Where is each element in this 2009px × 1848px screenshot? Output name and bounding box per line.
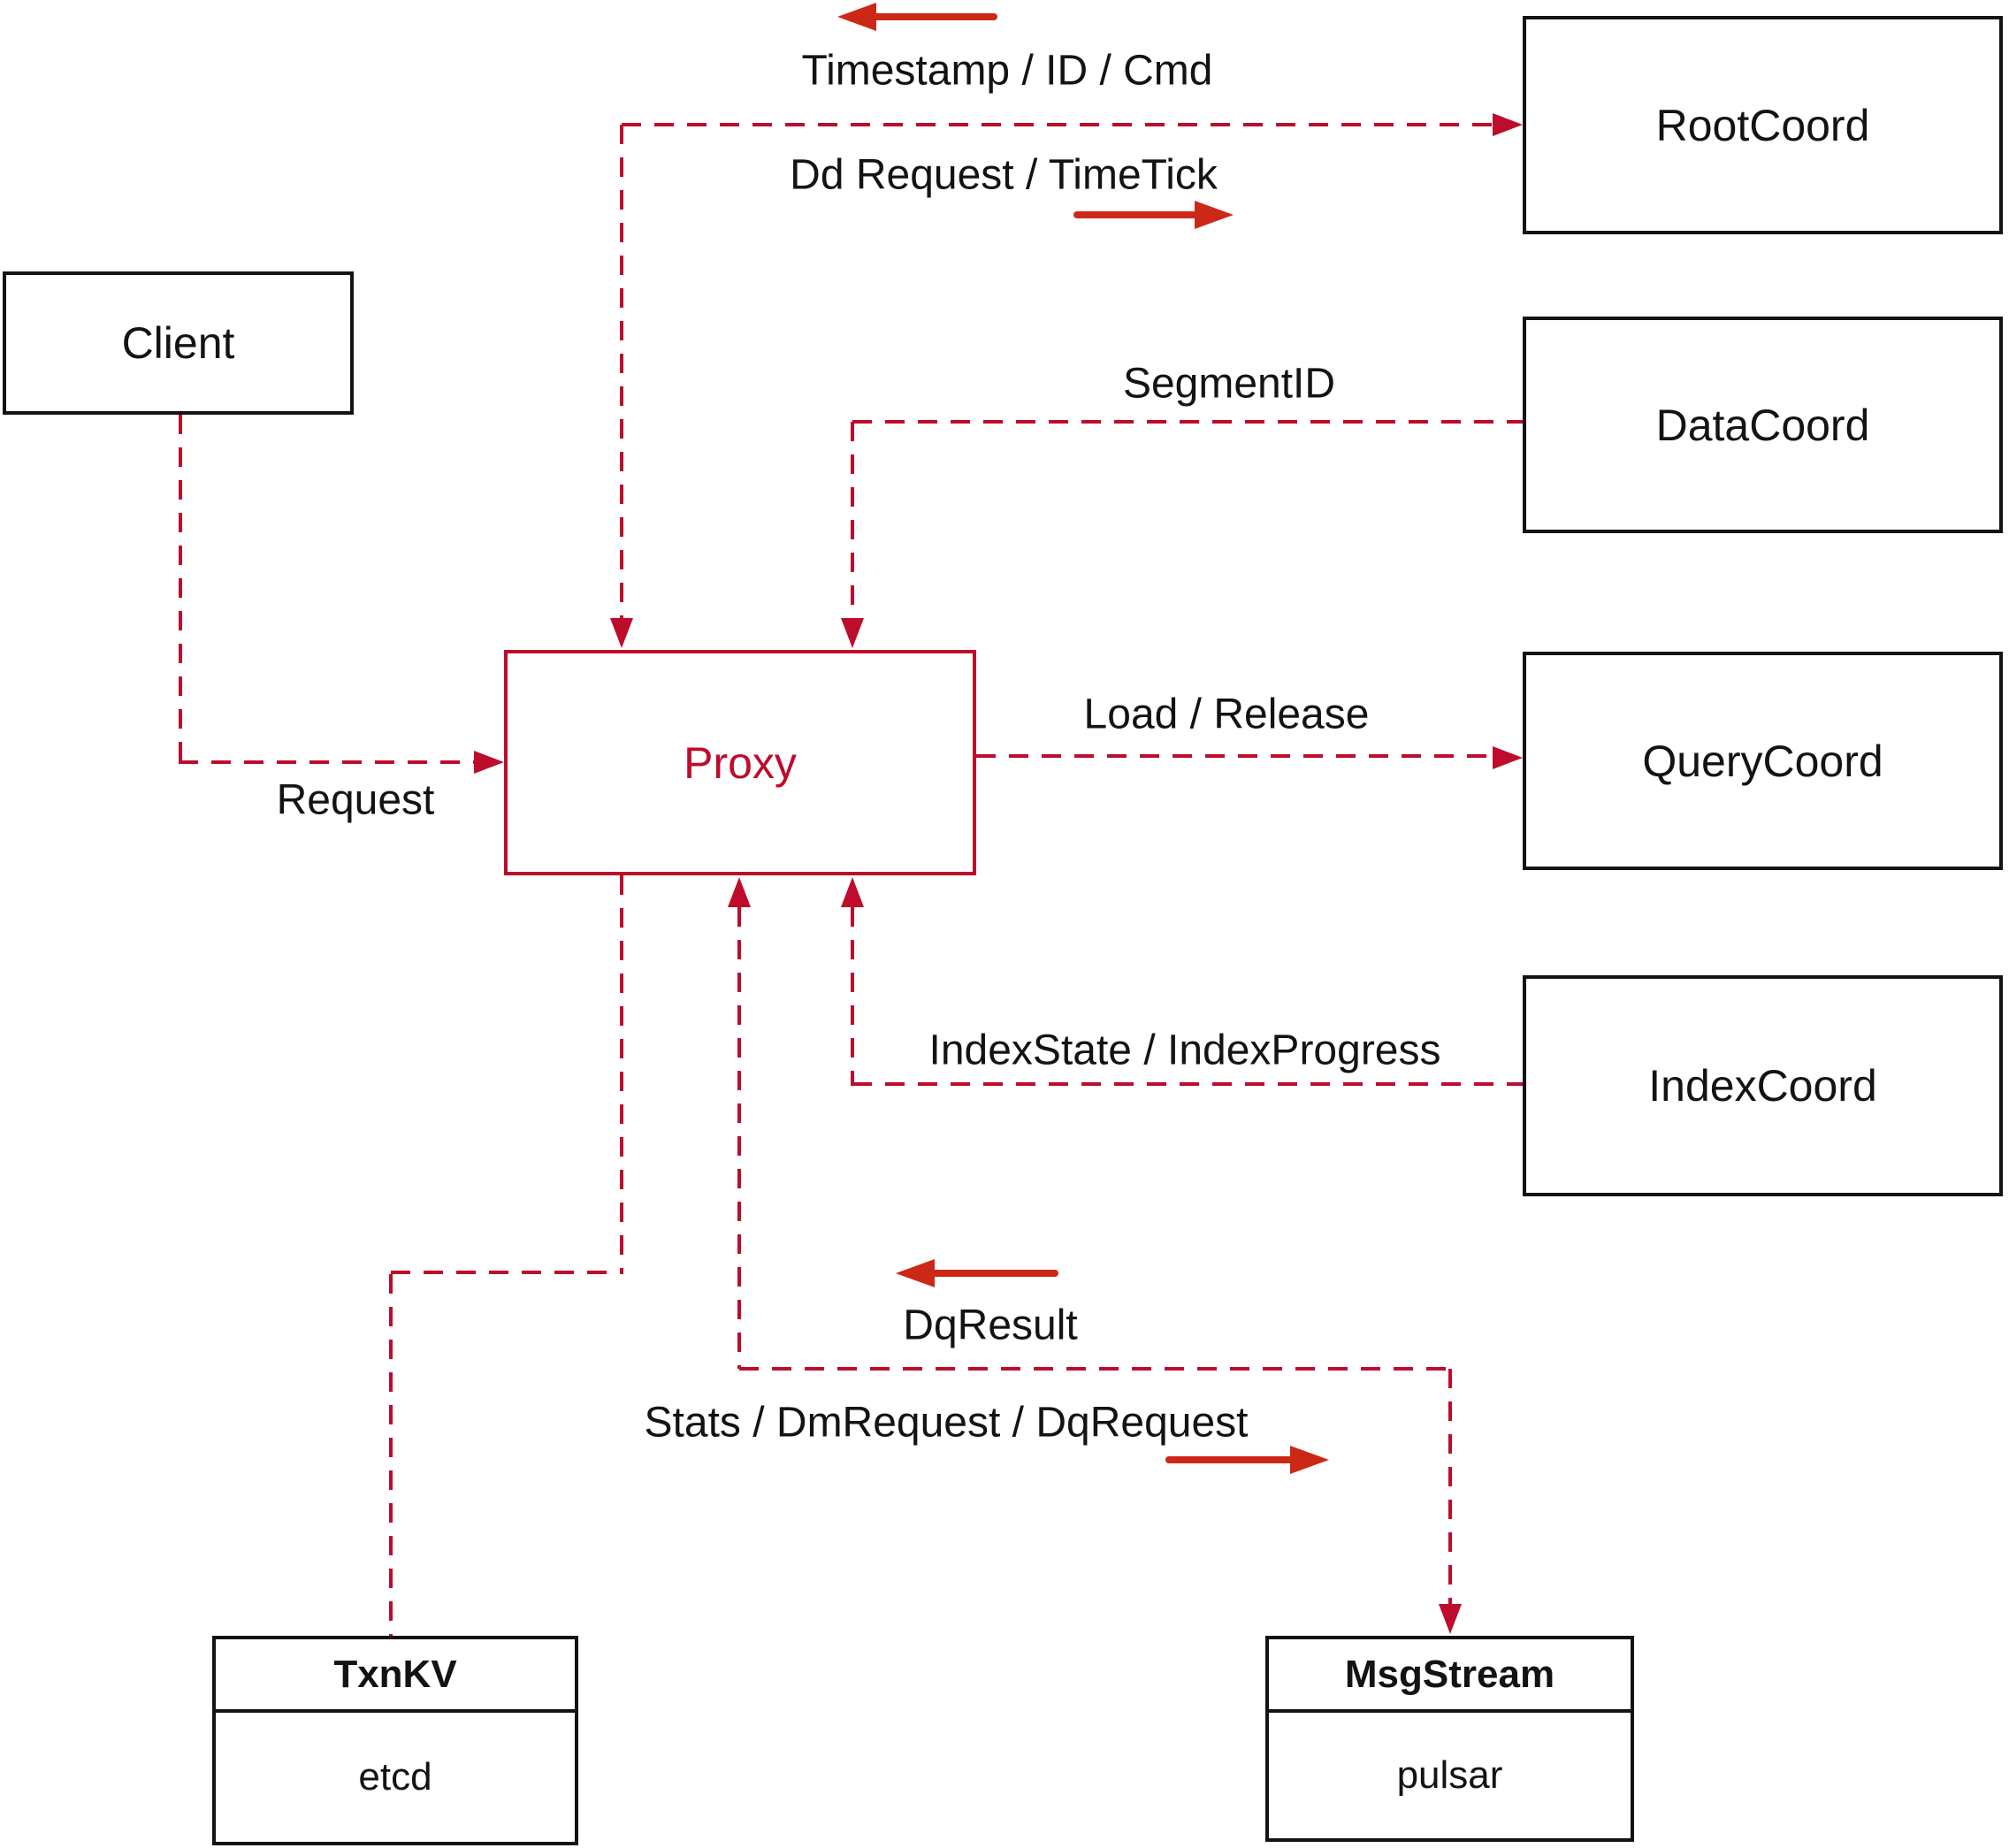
stats-direction-arrow-icon bbox=[1164, 1446, 1329, 1474]
arrowhead-into-proxy-left-icon bbox=[474, 751, 504, 774]
edge-proxy-msgstream-v2 bbox=[1448, 1369, 1452, 1604]
edge-proxy-txnkv-v1 bbox=[620, 875, 623, 1274]
edge-indexcoord-proxy-v bbox=[851, 907, 854, 1086]
arrowhead-into-msgstream-icon bbox=[1439, 1604, 1462, 1634]
msgstream-subtitle: pulsar bbox=[1396, 1753, 1503, 1797]
rootcoord-label: RootCoord bbox=[1655, 100, 1870, 150]
edge-proxy-txnkv-h bbox=[391, 1271, 622, 1274]
proxy-label: Proxy bbox=[684, 737, 797, 788]
arrowhead-into-proxy-top-left-icon bbox=[610, 618, 633, 648]
msgstream-title: MsgStream bbox=[1269, 1639, 1631, 1713]
datacoord-node: DataCoord bbox=[1523, 317, 2003, 533]
edge-proxy-msgstream-v1 bbox=[737, 907, 741, 1369]
edge-datacoord-proxy-v bbox=[851, 422, 854, 618]
label-dd-request-timetick: Dd Request / TimeTick bbox=[790, 151, 1218, 199]
arrowhead-into-querycoord-icon bbox=[1493, 746, 1523, 769]
label-timestamp-id-cmd: Timestamp / ID / Cmd bbox=[801, 47, 1213, 95]
ddrequest-direction-arrow-icon bbox=[1072, 201, 1234, 229]
arrowhead-into-proxy-bottom-right-icon bbox=[841, 877, 864, 907]
edge-proxy-rootcoord-v bbox=[620, 125, 623, 618]
dqresult-direction-arrow-icon bbox=[896, 1259, 1060, 1287]
label-load-release: Load / Release bbox=[1083, 691, 1370, 738]
edge-proxy-rootcoord-h bbox=[622, 123, 1493, 126]
txnkv-title: TxnKV bbox=[216, 1639, 575, 1713]
edge-client-proxy-h bbox=[179, 760, 474, 764]
proxy-node: Proxy bbox=[504, 650, 976, 875]
txnkv-subtitle: etcd bbox=[358, 1755, 432, 1798]
client-node: Client bbox=[3, 271, 354, 415]
arrowhead-into-proxy-bottom-mid-icon bbox=[728, 877, 751, 907]
edge-proxy-txnkv-v2 bbox=[389, 1274, 393, 1636]
msgstream-node: MsgStream pulsar bbox=[1265, 1636, 1634, 1842]
querycoord-node: QueryCoord bbox=[1523, 652, 2003, 870]
edge-proxy-querycoord-h bbox=[976, 754, 1493, 758]
arrowhead-into-rootcoord-icon bbox=[1493, 113, 1523, 136]
rootcoord-node: RootCoord bbox=[1523, 16, 2003, 234]
edge-datacoord-proxy-h bbox=[852, 420, 1523, 424]
edge-client-proxy-v bbox=[179, 415, 182, 762]
txnkv-node: TxnKV etcd bbox=[212, 1636, 578, 1845]
querycoord-label: QueryCoord bbox=[1642, 736, 1883, 786]
datacoord-label: DataCoord bbox=[1655, 400, 1870, 450]
indexcoord-node: IndexCoord bbox=[1523, 975, 2003, 1196]
label-request: Request bbox=[276, 776, 435, 824]
client-label: Client bbox=[121, 318, 235, 368]
label-segment-id: SegmentID bbox=[1122, 360, 1336, 408]
label-dq-result: DqResult bbox=[903, 1302, 1078, 1349]
label-index-state-progress: IndexState / IndexProgress bbox=[928, 1027, 1441, 1074]
edge-indexcoord-proxy-h bbox=[852, 1082, 1523, 1086]
arrowhead-into-proxy-top-right-icon bbox=[841, 618, 864, 648]
edge-proxy-msgstream-h bbox=[739, 1367, 1450, 1371]
timestamp-direction-arrow-icon bbox=[837, 3, 999, 31]
indexcoord-label: IndexCoord bbox=[1648, 1061, 1877, 1111]
label-stats-dm-dq: Stats / DmRequest / DqRequest bbox=[644, 1399, 1249, 1447]
